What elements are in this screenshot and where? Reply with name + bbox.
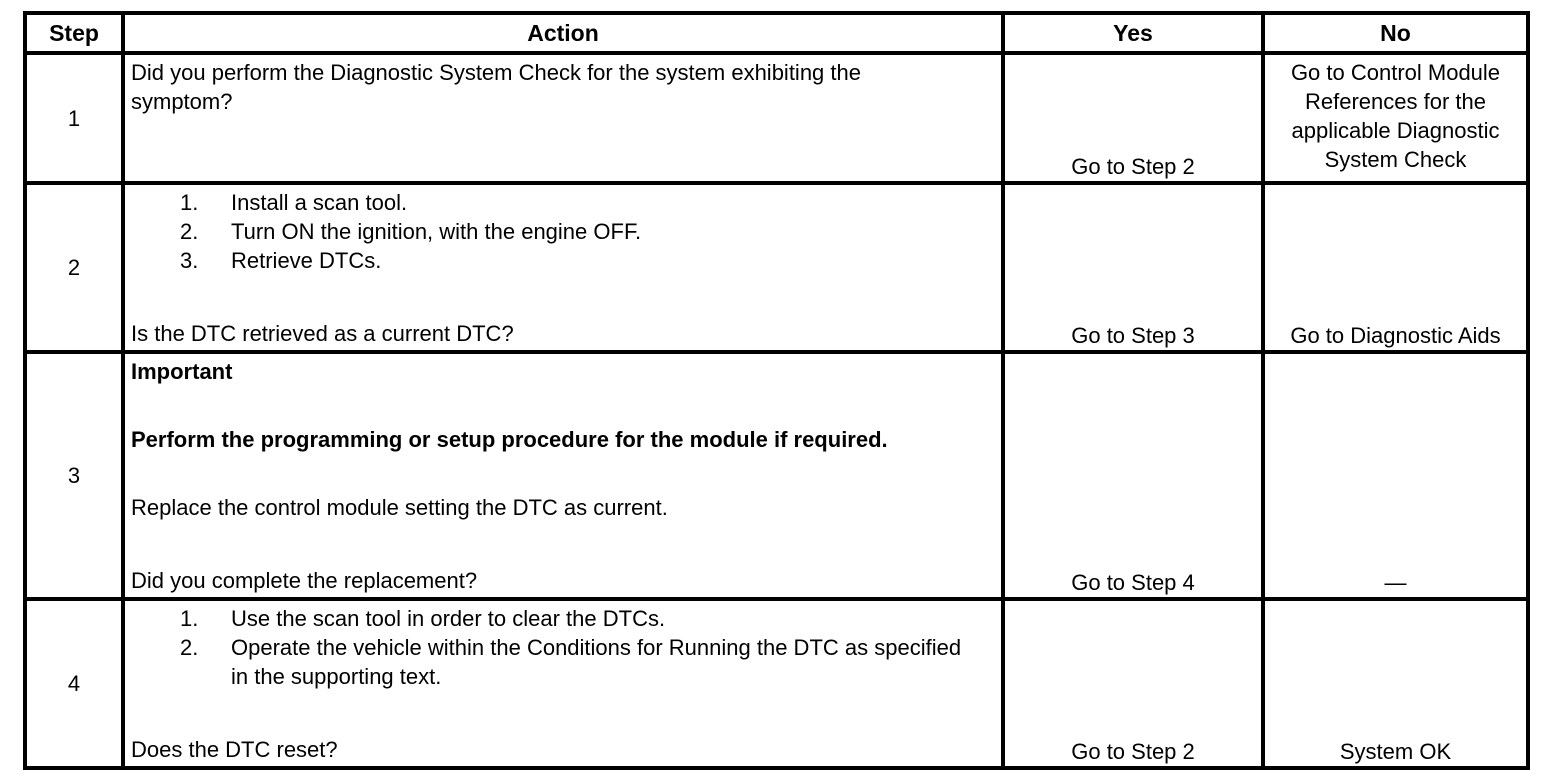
header-no: No	[1261, 11, 1530, 55]
action-cell: Important Perform the programming or set…	[121, 350, 1005, 601]
action-steps-list: 1.Use the scan tool in order to clear th…	[131, 604, 995, 691]
step-number: 2	[23, 181, 125, 354]
action-question: Did you complete the replacement?	[131, 568, 478, 593]
list-item: 1.Use the scan tool in order to clear th…	[180, 606, 666, 631]
list-item: 3.Retrieve DTCs.	[180, 248, 382, 273]
no-cell: Go to Control Module References for the …	[1261, 51, 1530, 185]
no-cell: System OK	[1261, 597, 1530, 770]
header-step: Step	[23, 11, 125, 55]
yes-cell: Go to Step 2	[1001, 51, 1265, 185]
header-row: Step Action Yes No	[23, 11, 1530, 55]
no-cell: Go to Diagnostic Aids	[1261, 181, 1530, 354]
action-question: Is the DTC retrieved as a current DTC?	[131, 321, 514, 346]
diagnostic-table: Step Action Yes No 1 Did you perform the…	[23, 11, 1530, 770]
table-row-step-4: 4 1.Use the scan tool in order to clear …	[23, 597, 1530, 770]
table-row-step-2: 2 1.Install a scan tool. 2.Turn ON the i…	[23, 181, 1530, 354]
action-cell: 1.Use the scan tool in order to clear th…	[121, 597, 1005, 770]
action-cell: Did you perform the Diagnostic System Ch…	[121, 51, 1005, 185]
table-row-step-1: 1 Did you perform the Diagnostic System …	[23, 51, 1530, 185]
important-note: Perform the programming or setup procedu…	[131, 427, 888, 452]
list-item: 1.Install a scan tool.	[180, 190, 408, 215]
list-item: 2.Turn ON the ignition, with the engine …	[180, 219, 642, 244]
important-label: Important	[131, 359, 233, 384]
step-number: 1	[23, 51, 125, 185]
action-question: Did you perform the Diagnostic System Ch…	[131, 60, 861, 114]
action-steps-list: 1.Install a scan tool. 2.Turn ON the ign…	[131, 188, 995, 275]
header-action: Action	[121, 11, 1005, 55]
yes-cell: Go to Step 3	[1001, 181, 1265, 354]
action-cell: 1.Install a scan tool. 2.Turn ON the ign…	[121, 181, 1005, 354]
table-row-step-3: 3 Important Perform the programming or s…	[23, 350, 1530, 601]
header-yes: Yes	[1001, 11, 1265, 55]
yes-cell: Go to Step 2	[1001, 597, 1265, 770]
no-cell: —	[1261, 350, 1530, 601]
action-instruction: Replace the control module setting the D…	[131, 495, 668, 520]
step-number: 4	[23, 597, 125, 770]
list-item: 2.Operate the vehicle within the Conditi…	[180, 635, 962, 689]
action-question: Does the DTC reset?	[131, 737, 338, 762]
step-number: 3	[23, 350, 125, 601]
yes-cell: Go to Step 4	[1001, 350, 1265, 601]
